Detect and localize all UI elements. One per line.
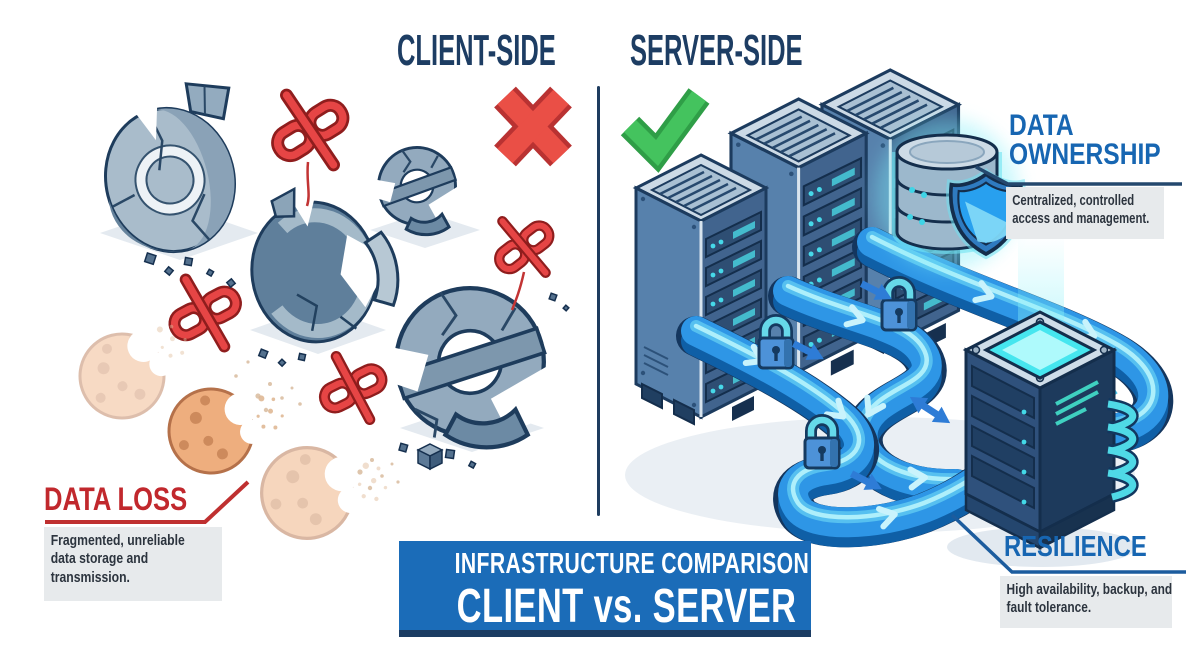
server-side-title: SERVER-SIDE	[630, 26, 803, 75]
cube-debris-icon	[416, 443, 444, 471]
red-x-icon	[494, 86, 572, 167]
data-loss-box: Fragmented, unreliable data storage and …	[44, 527, 222, 601]
data-ownership-pointer	[975, 165, 1182, 186]
resilience-pointer	[950, 513, 1186, 574]
data-ownership-box: Centralized, controlled access and manag…	[1006, 187, 1164, 239]
data-ownership-description: Centralized, controlled access and manag…	[1012, 193, 1150, 228]
client-side-title: CLIENT-SIDE	[397, 26, 556, 75]
caption-banner: INFRASTRUCTURE COMPARISON: CLIENT vs. SE…	[399, 541, 817, 637]
caption-line1: INFRASTRUCTURE COMPARISON:	[454, 548, 817, 580]
data-ownership-title: DATA OWNERSHIP	[1009, 109, 1161, 172]
crumbling-cookie-icon	[251, 437, 394, 556]
crumb-spray	[234, 360, 400, 491]
resilience-description: High availability, backup, and fault tol…	[1006, 582, 1173, 617]
broken-chain-icon	[273, 95, 347, 165]
coil-tubes	[1106, 398, 1139, 503]
data-loss-pointer	[45, 480, 250, 524]
broken-chain-icon	[492, 216, 557, 278]
resilience-title: RESILIENCE	[1004, 531, 1147, 563]
broken-disc-icon	[104, 82, 236, 254]
data-loss-description: Fragmented, unreliable data storage and …	[50, 533, 185, 586]
crumbling-cookie-icon	[164, 384, 287, 480]
resilience-box: High availability, backup, and fault tol…	[1000, 576, 1172, 628]
broken-disc-icon	[250, 186, 400, 344]
broken-disc-icon	[371, 146, 468, 237]
broken-disc-icon	[383, 286, 565, 450]
data-loss-title: DATA LOSS	[44, 481, 188, 517]
panel-divider	[597, 86, 600, 516]
broken-chain-icon	[319, 355, 388, 420]
caption-line2: CLIENT vs. SERVER	[456, 580, 797, 633]
broken-chain-icon	[169, 279, 242, 348]
data-pipe-icon	[768, 276, 976, 510]
green-check-icon	[620, 88, 710, 173]
data-pipe-icon	[676, 316, 1016, 548]
main-server-icon	[962, 310, 1139, 551]
broken-link-threads	[305, 161, 526, 311]
